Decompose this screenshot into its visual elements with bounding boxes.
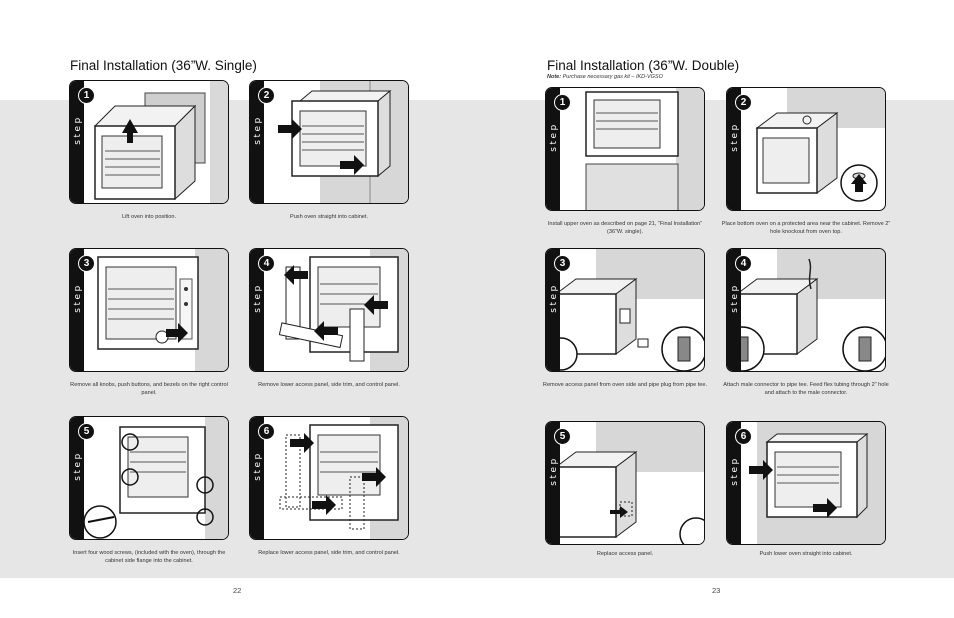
left-step-4-caption: Remove lower access panel, side trim, an… <box>258 382 400 388</box>
step-tab: step <box>727 422 741 544</box>
left-step-3-panel: step 3 <box>69 248 229 372</box>
step-tab: step <box>250 417 264 539</box>
step-label: step <box>730 456 740 486</box>
step-number-badge: 3 <box>78 255 95 272</box>
right-page-number: 23 <box>712 586 721 595</box>
step-label: step <box>73 115 83 145</box>
right-step-6-caption: Push lower oven straight into cabinet. <box>759 551 853 557</box>
right-step-5-caption: Replace access panel. <box>596 551 654 557</box>
right-page-title: Final Installation (36”W. Double) <box>547 58 740 73</box>
step-tab: step <box>727 249 741 371</box>
step-number-badge: 1 <box>78 87 95 104</box>
right-step-2-caption: Place bottom oven on a protected area ne… <box>721 221 891 235</box>
note-text: Purchase necessary gas kit – IKD-VGSO <box>562 74 663 80</box>
step-label: step <box>253 115 263 145</box>
step-label: step <box>549 283 559 313</box>
left-step-6-panel: step 6 <box>249 416 409 540</box>
right-step-4-caption: Attach male connector to pipe tee. Feed … <box>723 382 889 396</box>
replace-panels-illustration <box>279 417 408 539</box>
oven-push-illustration <box>278 81 408 203</box>
step-number-badge: 6 <box>735 428 752 445</box>
right-step-5-panel: step 5 <box>545 421 705 545</box>
left-page-title: Final Installation (36”W. Single) <box>70 58 257 73</box>
step-tab: step <box>70 249 84 371</box>
left-step-5-panel: step 5 <box>69 416 229 540</box>
left-step-5-caption: Insert four wood screws, (included with … <box>72 550 226 564</box>
step-number-badge: 5 <box>78 423 95 440</box>
step-number-badge: 2 <box>735 94 752 111</box>
step-tab: step <box>70 81 84 203</box>
left-step-3-caption: Remove all knobs, push buttons, and beze… <box>70 382 228 396</box>
right-step-3-caption: Remove access panel from oven side and p… <box>542 382 708 388</box>
step-tab: step <box>546 88 560 210</box>
oven-lift-illustration <box>93 81 228 203</box>
right-step-1-caption: Install upper oven as described on page … <box>547 221 703 235</box>
step-number-badge: 4 <box>735 255 752 272</box>
right-step-4-panel: step 4 <box>726 248 886 372</box>
step-label: step <box>253 283 263 313</box>
step-number-badge: 6 <box>258 423 275 440</box>
note-label: Note: <box>547 74 562 80</box>
step-number-badge: 1 <box>554 94 571 111</box>
step-tab: step <box>727 88 741 210</box>
step-label: step <box>253 451 263 481</box>
left-step-2-caption: Push oven straight into cabinet. <box>289 214 369 220</box>
step-number-badge: 5 <box>554 428 571 445</box>
step-tab: step <box>546 422 560 544</box>
replace-access-panel-illustration <box>554 422 704 544</box>
push-lower-oven-illustration <box>749 422 885 544</box>
step-number-badge: 3 <box>554 255 571 272</box>
step-label: step <box>549 122 559 152</box>
step-label: step <box>730 283 740 313</box>
step-number-badge: 2 <box>258 87 275 104</box>
remove-panels-illustration <box>278 249 408 371</box>
left-step-6-caption: Replace lower access panel, side trim, a… <box>258 550 400 556</box>
right-step-1-panel: step 1 <box>545 87 705 211</box>
step-tab: step <box>250 81 264 203</box>
attach-connector-illustration <box>727 249 885 371</box>
right-step-3-panel: step 3 <box>545 248 705 372</box>
left-step-1-caption: Lift oven into position. <box>121 214 177 220</box>
step-label: step <box>730 122 740 152</box>
wood-screws-illustration <box>83 417 228 539</box>
bottom-oven-knockout-illustration <box>755 88 885 202</box>
right-step-2-panel: step 2 <box>726 87 886 211</box>
step-number-badge: 4 <box>258 255 275 272</box>
step-label: step <box>73 283 83 313</box>
left-step-2-panel: step 2 <box>249 80 409 204</box>
left-step-4-panel: step 4 <box>249 248 409 372</box>
step-label: step <box>73 451 83 481</box>
step-label: step <box>549 456 559 486</box>
remove-knobs-illustration <box>97 249 228 371</box>
left-step-1-panel: step 1 <box>69 80 229 204</box>
left-page-number: 22 <box>233 586 242 595</box>
step-tab: step <box>70 417 84 539</box>
upper-oven-illustration <box>585 88 704 210</box>
right-page-note: Note: Purchase necessary gas kit – IKD-V… <box>547 74 663 80</box>
step-tab: step <box>546 249 560 371</box>
right-step-6-panel: step 6 <box>726 421 886 545</box>
step-tab: step <box>250 249 264 371</box>
